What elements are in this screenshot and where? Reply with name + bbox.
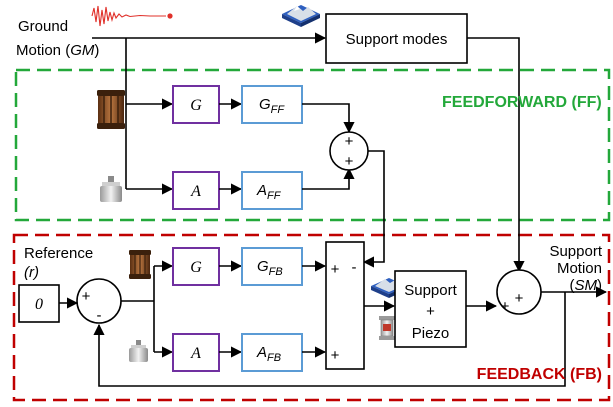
a-fb-sensor-label: A xyxy=(190,345,201,362)
gff-filter-label: GFF xyxy=(259,96,285,116)
support-piezo-line1: Support xyxy=(404,282,457,299)
out-sum-plus-left: + xyxy=(501,298,510,315)
ground-motion-label: Motion (GM) xyxy=(16,42,99,59)
mixer-block xyxy=(325,241,365,370)
a-fb-sensor-block xyxy=(172,333,220,372)
accelerometer-icon xyxy=(129,340,148,362)
reference-symbol: (r) xyxy=(24,264,39,281)
reference-label: Reference xyxy=(24,245,93,262)
g-fb-sensor-block xyxy=(172,247,220,286)
accelerometer-icon xyxy=(100,176,122,202)
output-label-line3: (SM) xyxy=(570,277,603,294)
support-piezo-block xyxy=(394,270,467,348)
support-piezo-line3: Piezo xyxy=(412,325,450,342)
ff-sum-sign-top: + xyxy=(345,133,354,150)
support-modes-label: Support modes xyxy=(346,31,448,48)
feedback-label: FEEDBACK (FB) xyxy=(477,366,602,383)
reference-zero-value: 0 xyxy=(35,296,43,313)
support-piezo-line2: + xyxy=(426,303,435,320)
aff-filter-block xyxy=(241,171,303,210)
seismograph-icon xyxy=(91,5,173,27)
a-ff-sensor-block xyxy=(172,171,220,210)
ff-sum-sign-bottom: + xyxy=(345,153,354,170)
output-label-line2: Motion xyxy=(557,260,602,277)
g-fb-sensor-label: G xyxy=(190,259,202,276)
piezo-actuator-icon xyxy=(379,316,395,340)
gfb-filter-block xyxy=(241,247,303,286)
mixer-plus-top: + xyxy=(331,261,340,278)
afb-filter-label: AFB xyxy=(256,344,281,364)
reference-zero-block xyxy=(18,284,60,323)
afb-filter-block xyxy=(241,333,303,372)
geophone-icon xyxy=(129,250,151,279)
mixer-minus: - xyxy=(352,259,357,276)
g-ff-sensor-label: G xyxy=(190,97,202,114)
feedback-region xyxy=(12,233,611,402)
a-ff-sensor-label: A xyxy=(190,183,201,200)
feedforward-region xyxy=(14,68,611,222)
ref-sum-plus: + xyxy=(82,288,91,305)
feedforward-label: FEEDFORWARD (FF) xyxy=(442,94,602,111)
ground-label: Ground xyxy=(18,18,68,35)
gfb-filter-label: GFB xyxy=(257,258,283,278)
output-label-line1: Support xyxy=(549,243,602,260)
mountain-terrain-icon xyxy=(282,5,320,27)
aff-filter-label: AFF xyxy=(256,182,282,202)
support-modes-block xyxy=(325,13,468,64)
mixer-plus-bottom: + xyxy=(331,347,340,364)
geophone-icon xyxy=(97,90,125,129)
ref-sum-minus: - xyxy=(97,307,102,324)
gff-filter-block xyxy=(241,85,303,124)
out-sum-plus-top: + xyxy=(515,290,524,307)
